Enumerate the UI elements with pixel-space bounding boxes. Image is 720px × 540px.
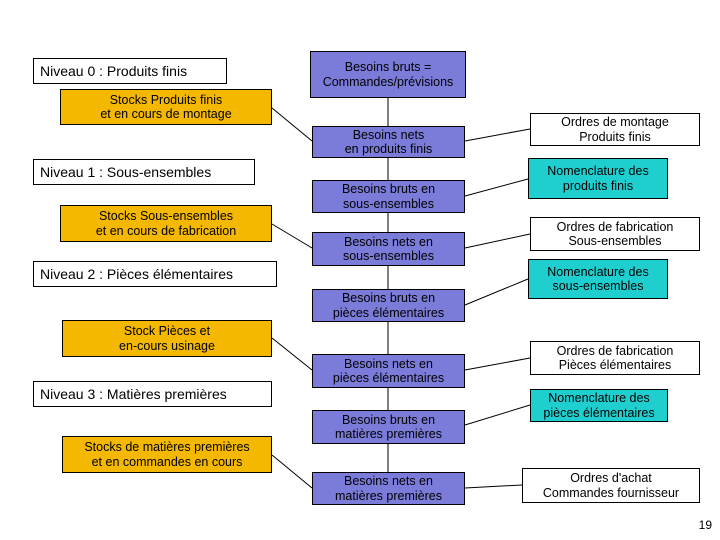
order-manufacturing-parts: Ordres de fabrication Pièces élémentaire… bbox=[530, 341, 700, 375]
level-3-box: Niveau 3 : Matières premières bbox=[33, 381, 272, 407]
order-manufacturing-sub-assemblies: Ordres de fabrication Sous-ensembles bbox=[530, 217, 700, 251]
needs-gross-finished: Besoins bruts = Commandes/prévisions bbox=[310, 51, 466, 98]
nomenclature-sub-assemblies: Nomenclature des sous-ensembles bbox=[528, 259, 668, 299]
level-2-box: Niveau 2 : Pièces élémentaires bbox=[33, 261, 277, 287]
link-nomen-1 bbox=[464, 278, 529, 306]
stock-parts: Stock Pièces et en-cours usinage bbox=[62, 320, 272, 357]
nomenclature-finished-products: Nomenclature des produits finis bbox=[528, 158, 668, 199]
level-0-box: Niveau 0 : Produits finis bbox=[33, 58, 227, 84]
level-1-box: Niveau 1 : Sous-ensembles bbox=[33, 159, 255, 185]
needs-gross-parts: Besoins bruts en pièces élémentaires bbox=[312, 289, 465, 322]
stock-raw-materials: Stocks de matières premières et en comma… bbox=[62, 436, 272, 473]
link-order-0 bbox=[464, 128, 531, 142]
nomenclature-parts: Nomenclature des pièces élémentaires bbox=[530, 389, 668, 422]
link-nomen-2 bbox=[464, 404, 531, 426]
link-stock-0 bbox=[271, 107, 313, 142]
link-order-3 bbox=[464, 484, 523, 489]
link-stock-3 bbox=[271, 454, 313, 489]
needs-net-parts: Besoins nets en pièces élémentaires bbox=[312, 354, 465, 388]
needs-net-sub-assemblies: Besoins nets en sous-ensembles bbox=[312, 232, 465, 266]
stock-finished-products: Stocks Produits finis et en cours de mon… bbox=[60, 89, 272, 125]
page-number: 19 bbox=[698, 518, 712, 532]
link-nomen-0 bbox=[464, 178, 529, 197]
needs-net-raw-materials: Besoins nets en matières premières bbox=[312, 472, 465, 505]
needs-gross-raw-materials: Besoins bruts en matières premières bbox=[312, 410, 465, 444]
order-purchase-supplier: Ordres d'achat Commandes fournisseur bbox=[522, 468, 700, 503]
stock-sub-assemblies: Stocks Sous-ensembles et en cours de fab… bbox=[60, 205, 272, 242]
order-assembly-finished: Ordres de montage Produits finis bbox=[530, 113, 700, 146]
link-order-1 bbox=[464, 233, 531, 249]
link-stock-2 bbox=[271, 337, 313, 371]
needs-net-finished: Besoins nets en produits finis bbox=[312, 126, 465, 158]
link-stock-1 bbox=[271, 223, 313, 249]
link-order-2 bbox=[464, 357, 531, 371]
needs-gross-sub-assemblies: Besoins bruts en sous-ensembles bbox=[312, 180, 465, 213]
